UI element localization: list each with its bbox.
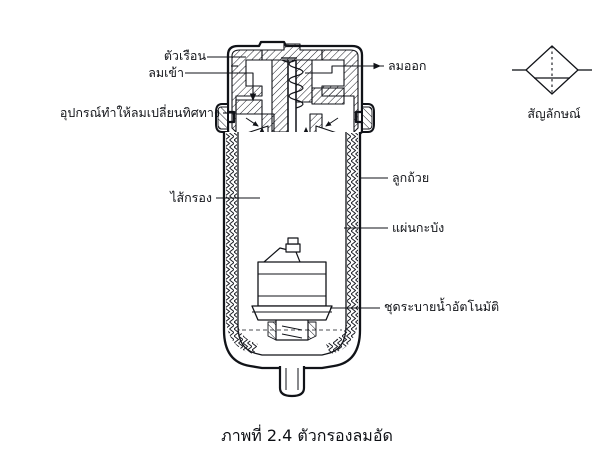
label-housing: ตัวเรือน (163, 48, 206, 63)
label-baffle-plate: แผ่นกะบัง (392, 220, 445, 235)
label-air-out: ลมออก (388, 58, 427, 73)
label-symbol-caption: สัญลักษณ์ (527, 106, 581, 121)
label-air-in: ลมเข้า (148, 65, 184, 80)
filter-symbol-graphic (512, 45, 592, 95)
label-auto-drain: ชุดระบายน้ำอัตโนมัติ (384, 299, 500, 314)
figure-caption: ภาพที่ 2.4 ตัวกรองลมอัด (221, 426, 393, 445)
label-filter-element: ไส้กรอง (170, 190, 212, 205)
label-swirl-device: อุปกรณ์ทำให้ลมเปลี่ยนทิศทาง (59, 105, 220, 120)
label-bowl: ลูกถ้วย (392, 170, 430, 185)
